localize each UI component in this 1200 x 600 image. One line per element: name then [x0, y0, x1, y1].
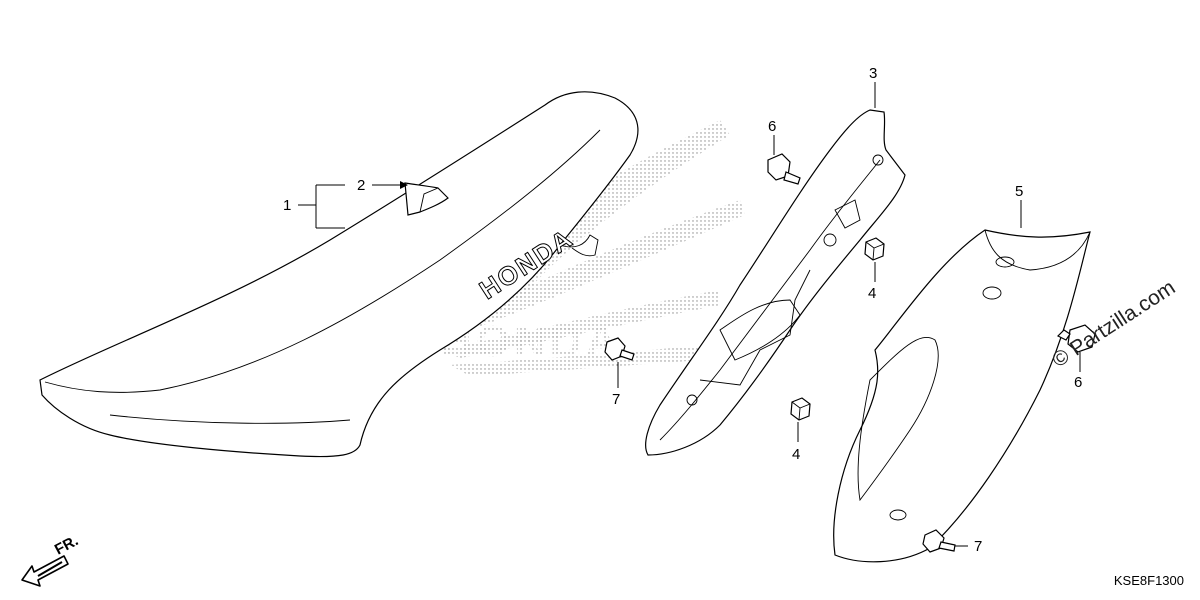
- callout-1: 1: [283, 197, 291, 214]
- callout-7b: 7: [974, 538, 982, 555]
- callout-3: 3: [869, 65, 877, 82]
- callout-5: 5: [1015, 183, 1023, 200]
- bolt-7b: [922, 529, 956, 553]
- seat-strap-part: [404, 182, 449, 216]
- callout-6a: 6: [768, 118, 776, 135]
- callout-labels: 1 2 3 4 4 5 6 6 7 7: [283, 65, 1082, 555]
- bolt-7a: [604, 337, 635, 361]
- nut-4a: [864, 237, 885, 261]
- callout-4b: 4: [792, 446, 800, 463]
- seat-part: HONDA: [39, 91, 639, 458]
- side-bracket-part: [645, 109, 906, 456]
- callout-2: 2: [357, 177, 365, 194]
- callout-7a: 7: [612, 391, 620, 408]
- leader-lines: [298, 82, 1081, 547]
- callout-4a: 4: [868, 285, 876, 302]
- side-cover-part: [833, 229, 1091, 563]
- bolt-6a: [767, 153, 801, 185]
- bolt-6b: [1056, 324, 1096, 353]
- callout-6b: 6: [1074, 374, 1082, 391]
- front-direction-indicator: FR.: [21, 532, 81, 587]
- nut-4b: [790, 397, 811, 421]
- diagram-code: KSE8F1300: [1113, 573, 1184, 588]
- front-label: FR.: [52, 532, 81, 558]
